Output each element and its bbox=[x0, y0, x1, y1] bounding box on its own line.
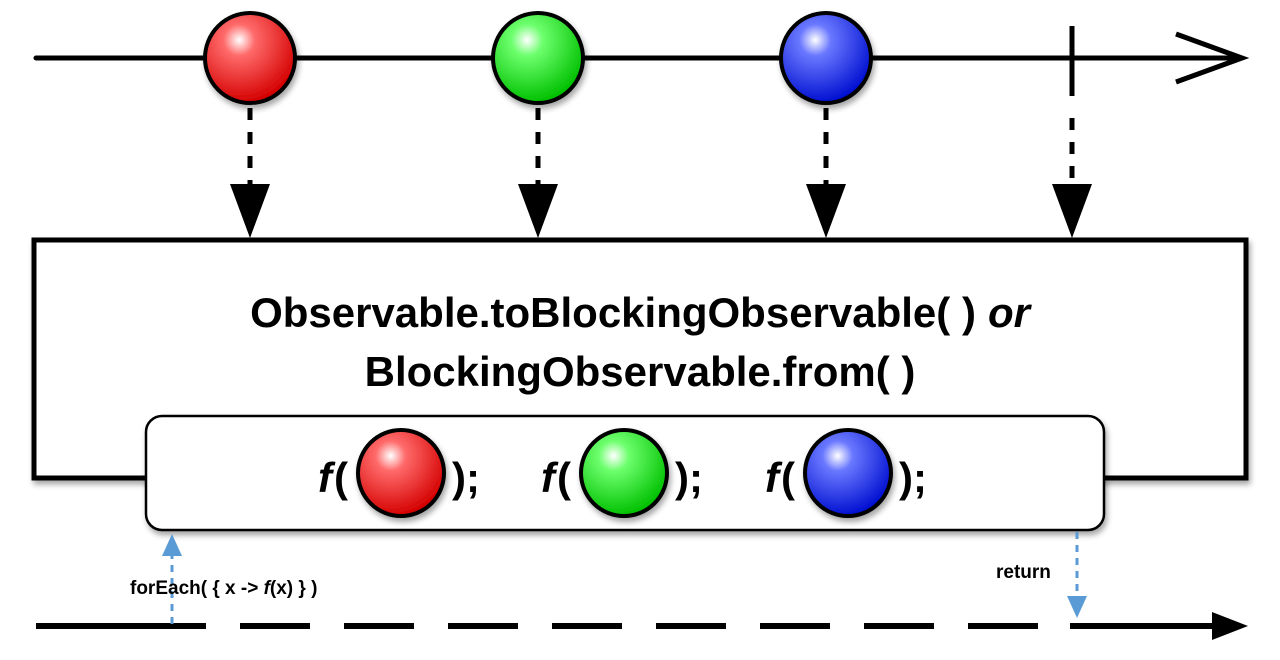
call-green-open: ( bbox=[557, 454, 571, 501]
source-timeline-arrowhead bbox=[1175, 31, 1250, 85]
call-red: f ( ); bbox=[318, 428, 480, 518]
return-arrowhead bbox=[1067, 596, 1087, 618]
operator-title-line1: Observable.toBlockingObservable( ) or bbox=[250, 289, 1033, 336]
foreach-label-pre: forEach( { x -> bbox=[130, 578, 264, 599]
operator-title-main: Observable.toBlockingObservable( ) bbox=[250, 289, 976, 336]
operator-title-line2: BlockingObservable.from( ) bbox=[365, 348, 916, 395]
call-green-marble bbox=[579, 428, 669, 518]
foreach-label-post: (x) } ) bbox=[270, 578, 318, 599]
foreach-call-arrowhead bbox=[162, 534, 182, 556]
call-red-open: ( bbox=[334, 454, 348, 501]
arrow-complete-head bbox=[1052, 184, 1092, 238]
call-green-close: ); bbox=[675, 454, 703, 501]
emission-arrows bbox=[247, 108, 1075, 186]
arrow-blue-head bbox=[806, 184, 846, 238]
call-blue-open: ( bbox=[781, 454, 795, 501]
call-green-f: f bbox=[541, 454, 559, 501]
operator-title-or: or bbox=[988, 289, 1033, 336]
marble-blue bbox=[779, 11, 873, 105]
marble-red bbox=[203, 11, 297, 105]
call-blue-f: f bbox=[765, 454, 783, 501]
arrow-green-head bbox=[518, 184, 558, 238]
call-blue-marble bbox=[803, 428, 893, 518]
call-red-f: f bbox=[318, 454, 336, 501]
caller-timeline-arrowhead bbox=[1212, 612, 1248, 640]
call-red-marble bbox=[356, 428, 446, 518]
arrow-red-head bbox=[230, 184, 270, 238]
call-blue-close: ); bbox=[899, 454, 927, 501]
call-red-close: ); bbox=[452, 454, 480, 501]
foreach-label: forEach( { x -> f(x) } ) bbox=[130, 578, 317, 599]
foreach-label-f: f bbox=[264, 578, 272, 599]
return-label: return bbox=[996, 562, 1051, 583]
call-green: f ( ); bbox=[541, 428, 703, 518]
marble-green bbox=[491, 11, 585, 105]
call-blue: f ( ); bbox=[765, 428, 927, 518]
